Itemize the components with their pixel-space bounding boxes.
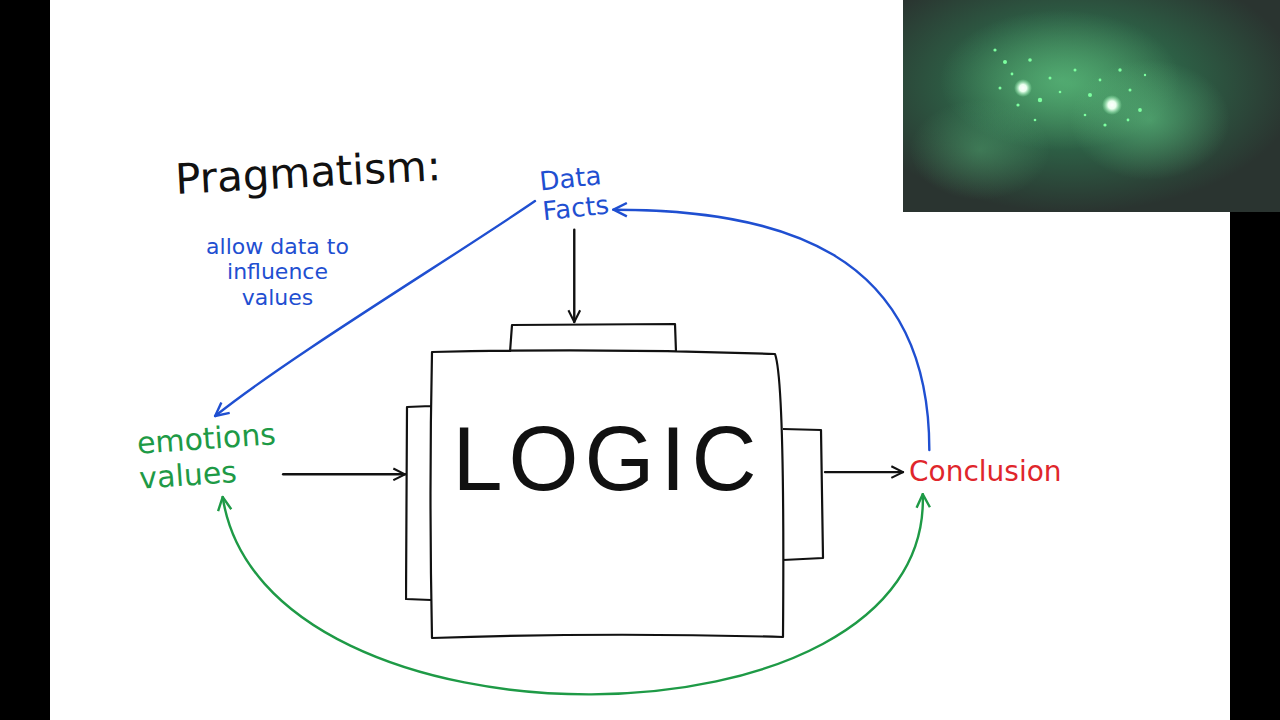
connector-arrow [825, 471, 903, 473]
diagram-title: Pragmatism: [174, 141, 442, 204]
node-label: emotions values [136, 417, 280, 496]
side-bar [0, 0, 50, 720]
connector-arrow [283, 473, 405, 475]
conclusion-node: Conclusion [903, 450, 1068, 494]
connector-arrow [573, 230, 575, 322]
side-bar [1230, 212, 1280, 720]
node-label: Conclusion [909, 456, 1062, 488]
node-label: Data Facts [538, 161, 610, 227]
data-node: Data Facts [535, 158, 614, 230]
values-node: emotions values [132, 416, 283, 497]
logic-box: LOGIC [405, 322, 825, 640]
connector-arrow [223, 494, 923, 694]
nebula-photo [903, 0, 1280, 212]
edge-label: allow data to influence values [195, 232, 360, 312]
box-label: LOGIC [452, 414, 762, 504]
